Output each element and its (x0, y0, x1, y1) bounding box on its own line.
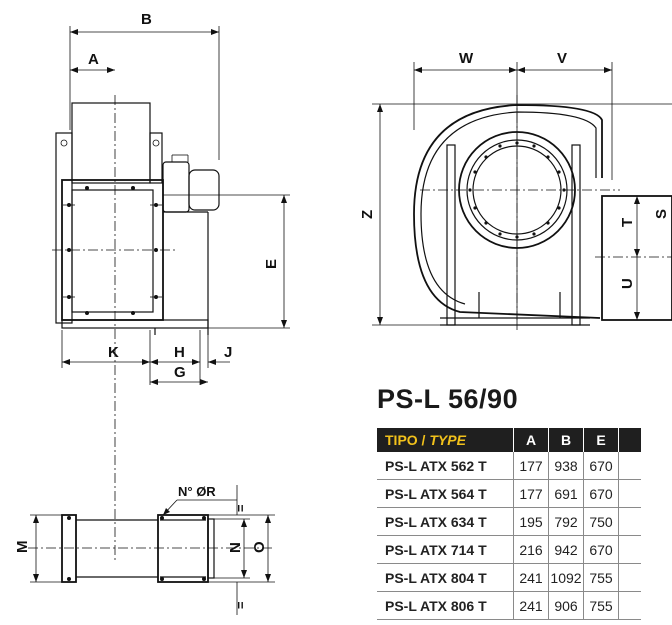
dim-g-label: G (174, 364, 186, 381)
table-row: PS-L ATX 806 T 241 906 755 (377, 591, 641, 620)
row-next (618, 452, 641, 480)
dim-j-label: J (224, 344, 232, 361)
table-row: PS-L ATX 634 T 195 792 750 (377, 507, 641, 536)
header-col-e: E (583, 428, 619, 452)
equal-top-mark: = (233, 504, 248, 512)
dim-nr-label: N° ØR (178, 484, 216, 499)
row-e: 670 (583, 535, 619, 564)
dim-a-label: A (88, 51, 99, 68)
row-b: 906 (548, 591, 584, 620)
dim-w-label: W (459, 50, 474, 67)
row-next (618, 479, 641, 508)
row-b: 792 (548, 507, 584, 536)
dim-k-label: K (108, 344, 119, 361)
row-next (618, 563, 641, 592)
dim-v-label: V (557, 50, 567, 67)
side-view: B A (52, 11, 290, 560)
row-b: 691 (548, 479, 584, 508)
dim-h-label: H (174, 344, 185, 361)
row-name: PS-L ATX 564 T (377, 479, 514, 508)
spec-table-container: TIPO / TYPE A B E PS-L ATX 562 T 177 938… (377, 428, 672, 622)
header-col-next (618, 428, 641, 452)
header-tipo-text: TIPO / (385, 432, 426, 448)
row-a: 241 (513, 563, 549, 592)
row-a: 241 (513, 591, 549, 620)
model-title: PS-L 56/90 (377, 384, 519, 414)
table-row: PS-L ATX 564 T 177 691 670 (377, 479, 641, 508)
row-next (618, 591, 641, 620)
header-col-a: A (513, 428, 549, 452)
row-name: PS-L ATX 634 T (377, 507, 514, 536)
row-b: 938 (548, 452, 584, 480)
row-b: 942 (548, 535, 584, 564)
row-name: PS-L ATX 804 T (377, 563, 514, 592)
dim-e-label: E (263, 259, 280, 269)
front-view: W V Z (359, 50, 672, 330)
dim-o-label: O (251, 541, 268, 553)
row-e: 755 (583, 591, 619, 620)
dim-t-label: T (619, 218, 636, 227)
header-tipo: TIPO / TYPE (377, 428, 514, 452)
table-row: PS-L ATX 804 T 241 1092 755 (377, 563, 641, 592)
dim-m-label: M (14, 541, 31, 554)
table-header-row: TIPO / TYPE A B E (377, 428, 641, 452)
dim-s-label: S (653, 209, 670, 219)
spec-table: TIPO / TYPE A B E PS-L ATX 562 T 177 938… (377, 428, 641, 620)
header-col-b: B (548, 428, 584, 452)
table-row: PS-L ATX 562 T 177 938 670 (377, 452, 641, 480)
row-e: 750 (583, 507, 619, 536)
row-e: 670 (583, 452, 619, 480)
bottom-view: N° ØR M N O = = (14, 484, 275, 615)
row-name: PS-L ATX 714 T (377, 535, 514, 564)
row-e: 670 (583, 479, 619, 508)
dim-n-label: N (227, 542, 244, 553)
row-name: PS-L ATX 562 T (377, 452, 514, 480)
row-b: 1092 (548, 563, 584, 592)
row-a: 177 (513, 479, 549, 508)
row-name: PS-L ATX 806 T (377, 591, 514, 620)
row-next (618, 507, 641, 536)
equal-bottom-mark: = (233, 601, 248, 609)
row-e: 755 (583, 563, 619, 592)
table-row: PS-L ATX 714 T 216 942 670 (377, 535, 641, 564)
row-a: 195 (513, 507, 549, 536)
dim-u-label: U (619, 278, 636, 289)
header-type-text: TYPE (429, 432, 466, 448)
dim-b-label: B (141, 11, 152, 28)
row-a: 216 (513, 535, 549, 564)
row-next (618, 535, 641, 564)
row-a: 177 (513, 452, 549, 480)
dim-z-label: Z (359, 210, 376, 219)
